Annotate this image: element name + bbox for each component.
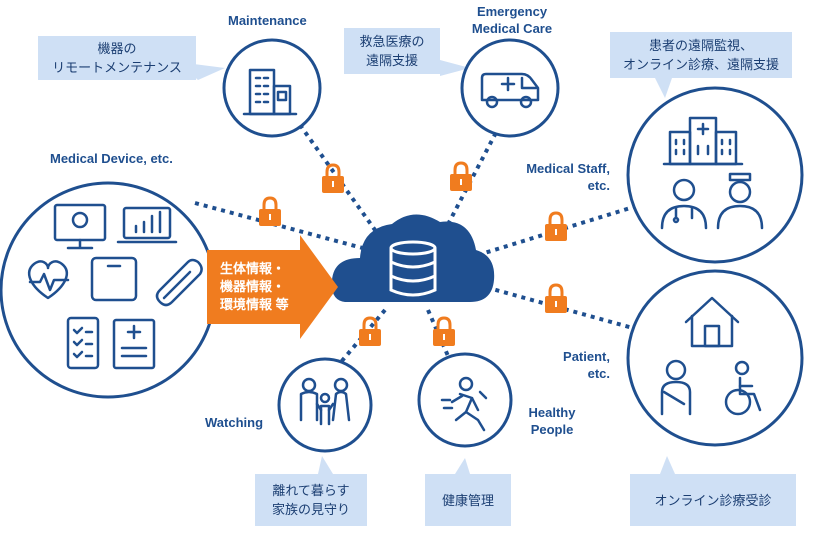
label-healthy-people: Healthy People xyxy=(528,405,576,437)
healthy-circle xyxy=(417,352,513,448)
thermometer-icon xyxy=(155,258,203,307)
lock-icon xyxy=(545,283,567,313)
scale-icon xyxy=(90,256,138,302)
wheelchair-icon xyxy=(724,360,762,416)
callout-online-consultation: オンライン診療受診 xyxy=(630,474,796,526)
callout-health-management: 健康管理 xyxy=(425,474,511,526)
lock-icon xyxy=(259,196,281,226)
callout-tail-watching xyxy=(318,456,333,474)
data-flow-label: 生体情報・ 機器情報・ 環境情報 等 xyxy=(220,261,289,312)
callout-online-consultation-text: オンライン診療受診 xyxy=(654,492,772,508)
laptop-chart-icon xyxy=(116,206,178,244)
callout-remote-maintenance: 機器の リモートメンテナンス xyxy=(38,36,196,80)
label-emergency: Emergency Medical Care xyxy=(471,4,553,36)
lock-icon xyxy=(433,316,455,346)
lock-icon xyxy=(545,211,567,241)
callout-watching-family: 離れて暮らす 家族の見守り xyxy=(255,474,367,526)
label-medical-staff: Medical Staff, etc. xyxy=(526,161,610,193)
callout-emergency-support-text: 救急医療の 遠隔支援 xyxy=(359,34,425,68)
callout-tail-staff xyxy=(655,78,672,98)
callout-health-management-text: 健康管理 xyxy=(441,492,494,508)
label-patient: Patient, etc. xyxy=(563,349,610,381)
callout-tail-emergency xyxy=(440,60,470,76)
monitor-icon xyxy=(53,203,107,250)
cloud-server-icon xyxy=(331,214,495,302)
callout-tail-health xyxy=(455,458,470,474)
callout-staff-support-text: 患者の遠隔監視、 オンライン診療、遠隔支援 xyxy=(622,38,779,72)
line-device xyxy=(194,201,371,252)
hospital-icon xyxy=(662,116,744,166)
label-maintenance: Maintenance xyxy=(228,13,307,28)
medical-report-icon xyxy=(112,318,156,370)
runner-icon xyxy=(440,376,488,432)
emergency-circle xyxy=(460,38,560,138)
checklist-icon xyxy=(66,316,100,370)
lock-icon xyxy=(359,316,381,346)
callout-remote-maintenance-text: 機器の リモートメンテナンス xyxy=(52,41,182,75)
callout-tail-online xyxy=(660,456,675,474)
family-icon xyxy=(299,377,351,426)
lock-icons xyxy=(259,161,567,346)
label-watching: Watching xyxy=(205,415,264,430)
data-flow-arrow xyxy=(207,235,338,339)
patient-circle xyxy=(626,269,804,447)
injured-patient-icon xyxy=(660,359,692,416)
callout-watching-family-text: 離れて暮らす 家族の見守り xyxy=(271,483,350,517)
line-emergency xyxy=(443,124,502,231)
lock-icon xyxy=(322,163,344,193)
doctor-icon xyxy=(660,178,708,230)
lock-icon xyxy=(450,161,472,191)
maintenance-circle xyxy=(222,38,322,138)
callout-emergency-support: 救急医療の 遠隔支援 xyxy=(344,28,440,74)
callout-staff-support: 患者の遠隔監視、 オンライン診療、遠隔支援 xyxy=(610,32,792,78)
house-icon xyxy=(684,296,740,348)
medical-staff-circle xyxy=(626,86,804,264)
nurse-icon xyxy=(716,172,764,230)
building-icon xyxy=(242,68,298,116)
label-medical-device: Medical Device, etc. xyxy=(50,151,173,166)
ambulance-icon xyxy=(480,72,540,109)
heart-pulse-icon xyxy=(28,260,70,300)
